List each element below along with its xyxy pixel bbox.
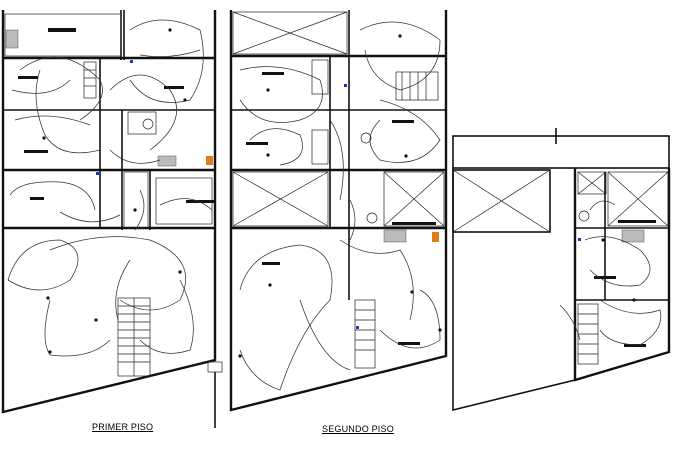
fixtures-primer-piso	[42, 28, 187, 354]
wiring-segundo-piso	[239, 21, 441, 391]
plan-azotea	[452, 128, 671, 412]
caption-primer-piso: PRIMER PISO	[92, 422, 154, 432]
wiring-azotea	[559, 200, 662, 346]
plan-segundo-piso	[229, 10, 448, 412]
stairs-primer-piso	[117, 297, 151, 377]
caption-segundo-piso: SEGUNDO PISO	[322, 424, 394, 434]
void-openings	[232, 11, 445, 227]
plan-primer-piso	[1, 10, 223, 428]
fixtures-segundo-piso	[238, 34, 442, 358]
wiring-primer-piso	[7, 19, 213, 357]
